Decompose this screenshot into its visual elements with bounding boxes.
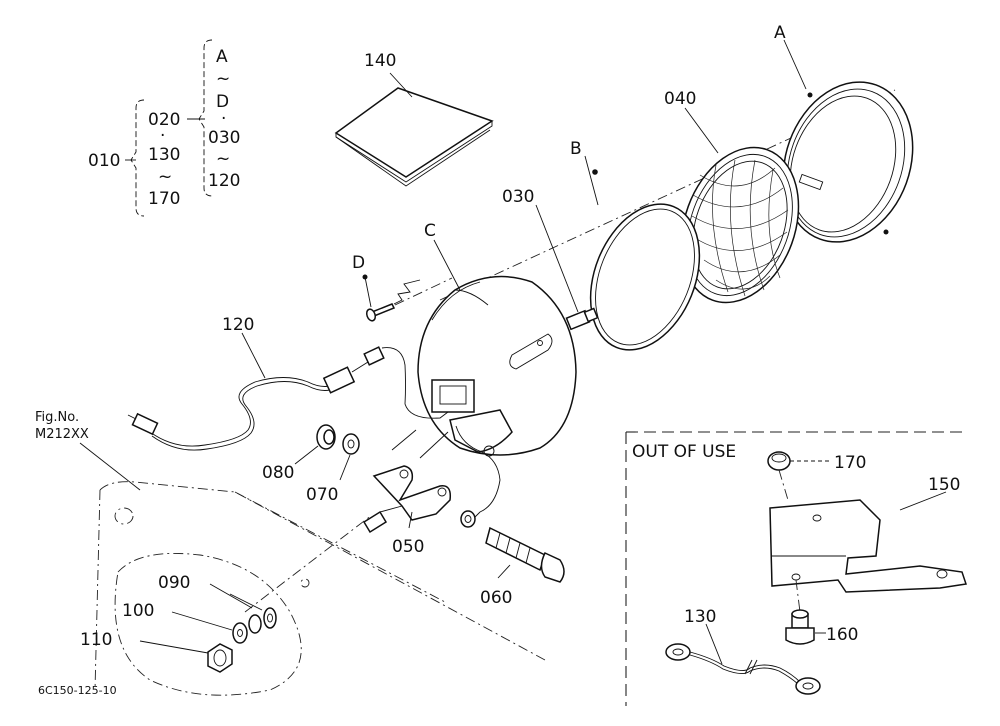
part-C-housing: C	[417, 221, 577, 457]
part-160-bolt: 160	[785, 579, 858, 645]
part-150-plate: 150	[769, 475, 967, 593]
legend-g2-c: D	[216, 92, 229, 112]
part-090-stud: 090	[158, 573, 277, 629]
part-100-washer: 100	[122, 601, 262, 644]
part-070-washer: 070	[306, 433, 360, 505]
part-A-rim: A	[774, 23, 914, 243]
legend-g2-a: A	[216, 47, 228, 67]
legend-main: 010	[88, 151, 120, 171]
part-D-screw: D	[352, 253, 421, 322]
callout-070: 070	[306, 485, 338, 505]
callout-050: 050	[392, 537, 424, 557]
legend-g2-e: 030	[208, 128, 240, 148]
callout-060: 060	[480, 588, 512, 608]
fig-no-label: Fig.No.	[35, 410, 79, 425]
legend-g1-d: ~	[158, 167, 172, 187]
part-040-lens: 040	[664, 89, 800, 304]
drawing-code: 6C150-125-10	[38, 684, 117, 697]
legend-bracket: 010 020 · 130 ~ 170 A ~ D · 030 ~ 120	[88, 39, 240, 217]
legend-g2-d: ·	[221, 109, 226, 129]
out-of-use-box: OUT OF USE	[625, 431, 968, 706]
lens-grid-pattern	[691, 159, 789, 297]
part-050-bracket: 050	[362, 429, 452, 557]
mounting-plate: Fig.No. M212XX	[35, 410, 546, 696]
part-130-ground-wire: 130	[665, 607, 821, 695]
callout-090: 090	[158, 573, 190, 593]
legend-g2-f: ~	[216, 149, 230, 169]
legend-g1-a: 020	[148, 110, 180, 130]
legend-g2-b: ~	[216, 69, 230, 89]
part-B-gasket: B	[570, 139, 701, 351]
callout-110: 110	[80, 630, 112, 650]
part-170-nut: 170	[767, 451, 866, 501]
callout-100: 100	[122, 601, 154, 621]
callout-140: 140	[364, 51, 396, 71]
callout-D: D	[352, 253, 365, 273]
legend-g1-c: 130	[148, 145, 180, 165]
legend-g1-e: 170	[148, 189, 180, 209]
callout-160: 160	[826, 625, 858, 645]
callout-040: 040	[664, 89, 696, 109]
callout-030: 030	[502, 187, 534, 207]
callout-A: A	[774, 23, 786, 43]
part-140-booklet: 140	[334, 51, 494, 187]
legend-g1-b: ·	[160, 126, 165, 146]
callout-120: 120	[222, 315, 254, 335]
part-110-nut: 110	[80, 630, 233, 673]
assembly-axis-line	[439, 89, 896, 301]
callout-150: 150	[928, 475, 960, 495]
part-080-nut: 080	[262, 424, 336, 483]
callout-170: 170	[834, 453, 866, 473]
callout-130: 130	[684, 607, 716, 627]
part-030-bulb: 030	[502, 187, 599, 331]
callout-C: C	[424, 221, 436, 241]
out-of-use-label: OUT OF USE	[632, 442, 736, 462]
legend-g2-g: 120	[208, 171, 240, 191]
part-120-harness: 120	[127, 315, 501, 519]
callout-080: 080	[262, 463, 294, 483]
callout-B: B	[570, 139, 582, 159]
part-060-bolt: 060	[460, 510, 565, 608]
fig-no-value: M212XX	[35, 427, 89, 442]
